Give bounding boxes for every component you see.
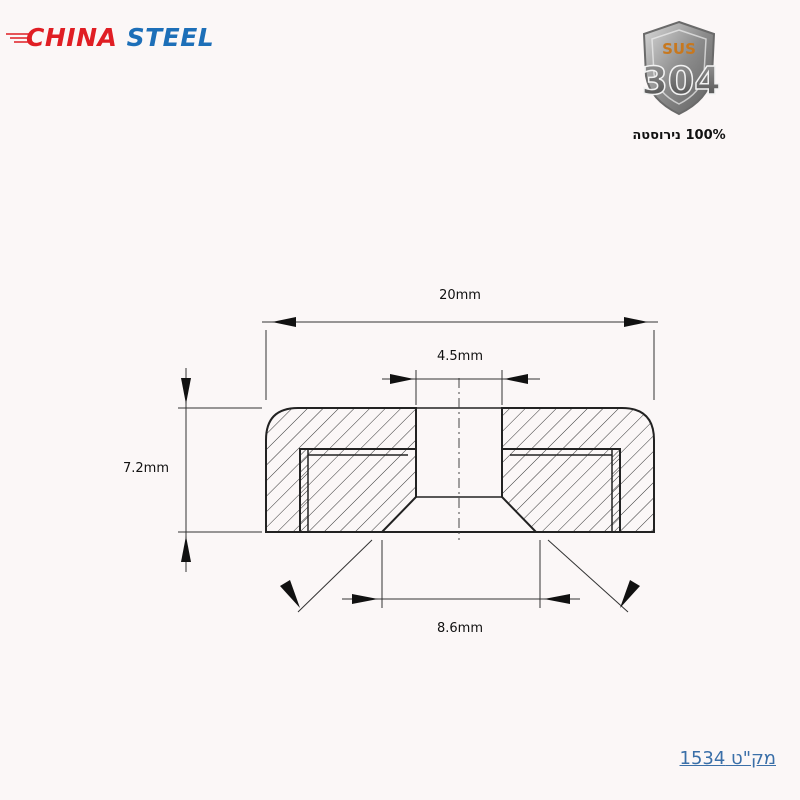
dim-hole-diameter: 4.5mm <box>382 349 540 405</box>
dim-height-label: 7.2mm <box>123 461 169 476</box>
brand-logo: CHINA STEEL <box>4 18 214 58</box>
section-right-body <box>501 407 655 533</box>
badge-caption: 100% נירוסטה <box>632 128 726 143</box>
dim-countersink-diameter: 8.6mm <box>280 539 640 636</box>
dim-overall-width-label: 20mm <box>439 288 481 303</box>
dim-height: 7.2mm <box>123 368 262 572</box>
magnet-cross-section <box>265 378 655 540</box>
sku-link[interactable]: מק"ט 1534 <box>679 748 776 769</box>
sus304-badge: SUS 304 100% נירוסטה <box>618 14 738 154</box>
shield-icon: SUS 304 <box>641 20 721 116</box>
badge-grade-top: SUS <box>662 40 696 58</box>
brand-word-china: CHINA <box>26 23 118 52</box>
badge-grade-number: 304 <box>641 59 720 103</box>
section-left-body <box>265 407 417 533</box>
speed-lines-icon <box>6 33 30 43</box>
dim-countersink-diameter-label: 8.6mm <box>437 621 483 636</box>
wall-strip-right <box>611 448 621 533</box>
wall-strip-left <box>299 448 309 533</box>
dim-overall-width: 20mm <box>262 288 658 400</box>
dim-hole-diameter-label: 4.5mm <box>437 349 483 364</box>
brand-word-steel: STEEL <box>126 23 215 52</box>
brand-name: CHINA STEEL <box>26 18 214 58</box>
